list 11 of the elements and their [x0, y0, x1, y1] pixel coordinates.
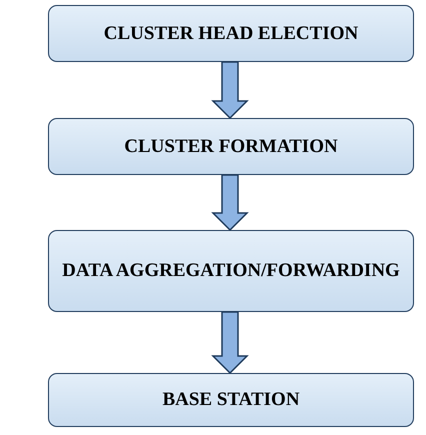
step-label: BASE STATION [162, 388, 300, 412]
step-label: CLUSTER HEAD ELECTION [104, 22, 358, 46]
block-arrow [211, 311, 249, 374]
process-box [48, 373, 414, 427]
process-box [48, 118, 414, 175]
block-arrow [211, 174, 249, 232]
process-box [48, 230, 414, 312]
step-label: CLUSTER FORMATION [124, 134, 338, 159]
block-arrow [211, 61, 249, 120]
step-label: DATA AGGREGATION/FORWARDING [62, 259, 400, 284]
process-box [48, 5, 414, 62]
